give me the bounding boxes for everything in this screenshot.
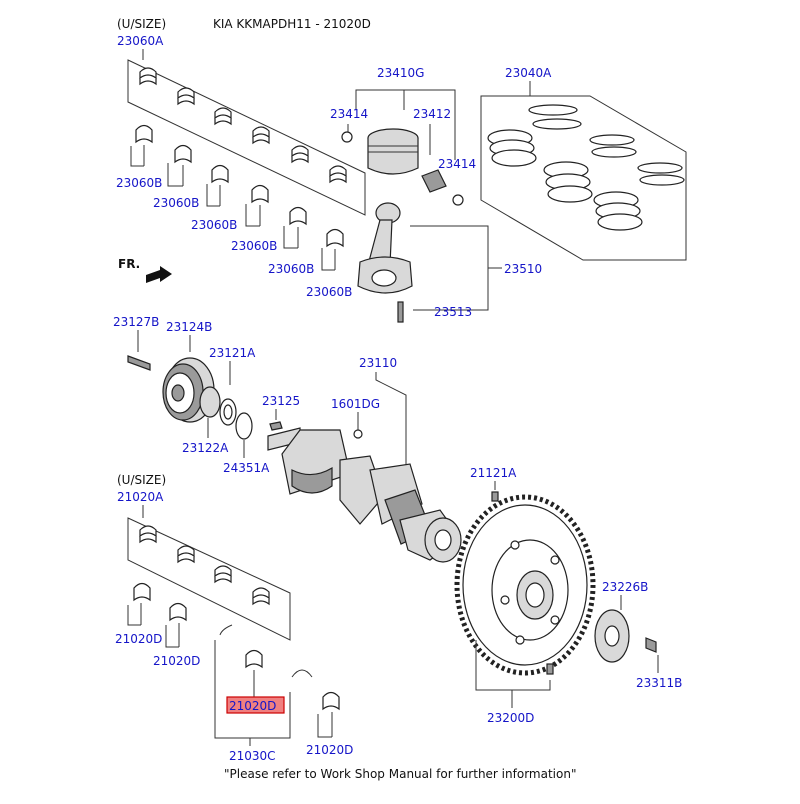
drive-plate (454, 494, 596, 676)
leader-21020D-1a (127, 605, 141, 626)
leader-21030C (214, 640, 291, 739)
dowel-pin (491, 491, 499, 502)
leader-23410G (355, 89, 456, 160)
oil-plug (353, 429, 363, 439)
flywheel-bolt (546, 663, 554, 675)
label-23311B[interactable]: 23311B (636, 676, 682, 690)
piston (341, 128, 464, 206)
label-21020D-1[interactable]: 21020D (115, 632, 162, 646)
label-23414-a[interactable]: 23414 (330, 107, 368, 121)
leader-23510 (410, 225, 489, 311)
label-23060A[interactable]: 23060A (117, 34, 164, 48)
label-23226B[interactable]: 23226B (602, 580, 648, 594)
label-23414-b[interactable]: 23414 (438, 157, 476, 171)
bearing-shells-B (135, 124, 344, 248)
connecting-rod (357, 202, 413, 323)
usize-top-label: (U/SIZE) (117, 17, 166, 31)
label-23125[interactable]: 23125 (262, 394, 300, 408)
leader-21020D-2a (165, 625, 179, 648)
timing-sprocket (235, 412, 253, 440)
model-title: KIA KKMAPDH11 - 21020D (213, 17, 371, 31)
label-23200D[interactable]: 23200D (487, 711, 534, 725)
woodruff-key (269, 421, 283, 431)
footer-note: "Please refer to Work Shop Manual for fu… (224, 767, 576, 781)
thrust-washer-left (219, 624, 233, 636)
leader-23110 (375, 372, 407, 470)
bearing-shells-D (133, 582, 340, 711)
label-1601DG[interactable]: 1601DG (331, 397, 380, 411)
label-21020A[interactable]: 21020A (117, 490, 164, 504)
front-marker: FR. (118, 257, 140, 271)
label-21020D-highlighted[interactable]: 21020D (229, 699, 276, 713)
thrust-washer-right (291, 669, 313, 678)
label-23127B[interactable]: 23127B (113, 315, 159, 329)
bearing-shells-upper (139, 67, 347, 184)
label-23412[interactable]: 23412 (413, 107, 451, 121)
leaders-23060B (130, 145, 336, 271)
label-23510[interactable]: 23510 (504, 262, 542, 276)
usize-bottom-label: (U/SIZE) (117, 473, 166, 487)
label-23060B-3[interactable]: 23060B (191, 218, 237, 232)
crankshaft (267, 427, 462, 563)
highlight-box (226, 696, 285, 714)
ring-set-frame (480, 95, 687, 261)
label-23060B-1[interactable]: 23060B (116, 176, 162, 190)
front-arrow-icon (146, 266, 172, 283)
adapter-plate-hole (604, 625, 620, 647)
label-23060B-2[interactable]: 23060B (153, 196, 199, 210)
label-21020D-3[interactable]: 21020D (306, 743, 353, 757)
label-23124B[interactable]: 23124B (166, 320, 212, 334)
bearing-tray-upper (127, 59, 366, 216)
label-21020D-2[interactable]: 21020D (153, 654, 200, 668)
label-21030C[interactable]: 21030C (229, 749, 276, 763)
label-23122A[interactable]: 23122A (182, 441, 229, 455)
label-23060B-4[interactable]: 23060B (231, 239, 277, 253)
flywheel-bolt-head (645, 637, 657, 653)
label-23121A[interactable]: 23121A (209, 346, 256, 360)
label-23110[interactable]: 23110 (359, 356, 397, 370)
label-23060B-6[interactable]: 23060B (306, 285, 352, 299)
label-23513[interactable]: 23513 (434, 305, 472, 319)
label-23060B-5[interactable]: 23060B (268, 262, 314, 276)
label-21121A[interactable]: 21121A (470, 466, 517, 480)
leader-21020D-3a (317, 714, 332, 738)
label-23410G[interactable]: 23410G (377, 66, 424, 80)
piston-rings (487, 104, 685, 231)
bearing-shells-lower (139, 525, 270, 606)
label-24351A[interactable]: 24351A (223, 461, 270, 475)
leader-23200D (475, 640, 551, 691)
label-23040A[interactable]: 23040A (505, 66, 552, 80)
bearing-tray-lower (127, 517, 291, 641)
crank-pulley (127, 355, 237, 426)
